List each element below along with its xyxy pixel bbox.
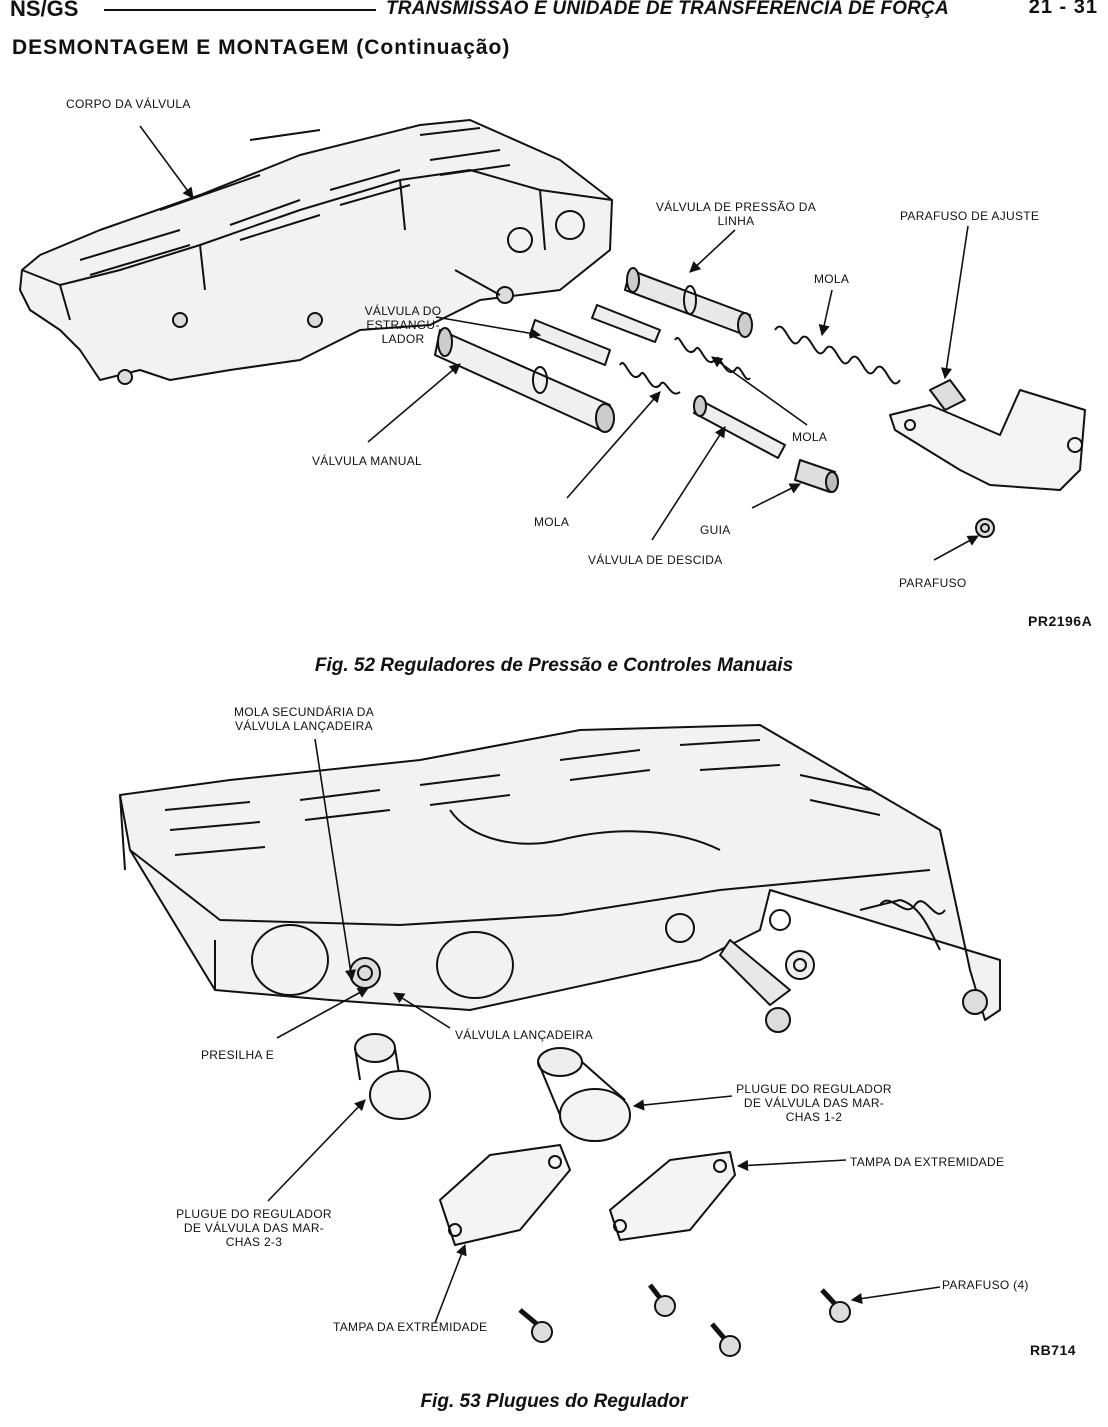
label-throttle-valve-2: ESTRANGU- xyxy=(366,318,440,332)
figure-53: MOLA SECUNDÁRIA DA VÁLVULA LANÇADEIRA VÁ… xyxy=(0,690,1108,1390)
spring-top-drawing xyxy=(774,325,901,385)
label-line-pressure-valve-2: LINHA xyxy=(717,214,755,228)
plug-2-3-drawing xyxy=(354,1033,431,1120)
end-cover-left-drawing xyxy=(439,1144,571,1246)
label-screws: PARAFUSO (4) xyxy=(942,1278,1029,1292)
label-spring-top: MOLA xyxy=(814,272,850,286)
throttle-valve-drawing xyxy=(529,304,661,366)
label-end-cover-right: TAMPA DA EXTREMIDADE xyxy=(850,1155,1005,1169)
screw-drawing xyxy=(975,518,995,538)
manual-valve-drawing xyxy=(434,327,615,433)
header-title: TRANSMISSÃO E UNIDADE DE TRANSFERÊNCIA D… xyxy=(386,0,949,19)
label-spring-mid: MOLA xyxy=(792,430,828,444)
label-kickdown-valve: VÁLVULA DE DESCIDA xyxy=(588,553,723,567)
spring-low-drawing xyxy=(619,361,681,395)
label-throttle-valve-1: VÁLVULA DO xyxy=(364,304,442,318)
label-plug-2-3-line1: PLUGUE DO REGULADOR xyxy=(176,1207,332,1221)
kickdown-valve-drawing xyxy=(693,395,786,459)
figure-53-caption: Fig. 53 Plugues do Regulador xyxy=(420,1391,688,1412)
label-shuttle-spring-2: VÁLVULA LANÇADEIRA xyxy=(235,719,373,733)
screws-drawing xyxy=(518,1283,851,1357)
figure-53-leaders xyxy=(267,738,941,1324)
header-section-code: NS/GS xyxy=(10,0,79,21)
figure-52-leaders xyxy=(139,125,979,561)
valve-body-2-drawing xyxy=(119,724,1001,1033)
label-end-cover-left: TAMPA DA EXTREMIDADE xyxy=(333,1320,488,1334)
figure-53-drawing xyxy=(119,724,1001,1357)
figure-52-code: PR2196A xyxy=(1028,613,1093,629)
label-throttle-valve-3: LADOR xyxy=(381,332,425,346)
spring-mid-drawing xyxy=(674,336,751,381)
section-title: DESMONTAGEM E MONTAGEM (Continuação) xyxy=(12,36,511,59)
label-guide: GUIA xyxy=(700,523,731,537)
guide-drawing xyxy=(794,459,839,493)
label-shuttle-valve: VÁLVULA LANÇADEIRA xyxy=(455,1028,593,1042)
label-plug-1-2-line2: DE VÁLVULA DAS MAR- xyxy=(743,1096,885,1110)
figure-53-code: RB714 xyxy=(1030,1342,1077,1358)
label-valve-body: CORPO DA VÁLVULA xyxy=(66,97,191,111)
label-plug-1-2-line3: CHAS 1-2 xyxy=(785,1110,843,1124)
label-plug-1-2-line1: PLUGUE DO REGULADOR xyxy=(736,1082,892,1096)
valve-body-drawing xyxy=(19,119,613,385)
label-spring-low: MOLA xyxy=(534,515,570,529)
figure-52: CORPO DA VÁLVULA VÁLVULA DE PRESSÃO DA L… xyxy=(0,80,1108,650)
line-pressure-valve-drawing xyxy=(624,267,753,338)
figure-52-caption: Fig. 52 Reguladores de Pressão e Control… xyxy=(314,655,794,676)
end-cover-right-drawing xyxy=(609,1151,736,1241)
label-shuttle-spring-1: MOLA SECUNDÁRIA DA xyxy=(233,705,375,719)
bracket-drawing xyxy=(889,379,1086,491)
label-screw: PARAFUSO xyxy=(899,576,967,590)
label-plug-2-3-line2: DE VÁLVULA DAS MAR- xyxy=(183,1221,325,1235)
label-e-clip: PRESILHA E xyxy=(201,1048,275,1062)
label-adjust-screw: PARAFUSO DE AJUSTE xyxy=(900,209,1040,223)
plug-1-2-drawing xyxy=(537,1047,631,1142)
label-manual-valve: VÁLVULA MANUAL xyxy=(312,454,423,468)
label-plug-2-3-line3: CHAS 2-3 xyxy=(225,1235,283,1249)
label-line-pressure-valve-1: VÁLVULA DE PRESSÃO DA xyxy=(655,200,817,214)
figure-52-drawing xyxy=(19,119,1086,561)
page-number: 21 - 31 xyxy=(1028,0,1098,18)
header-rule xyxy=(104,9,376,11)
